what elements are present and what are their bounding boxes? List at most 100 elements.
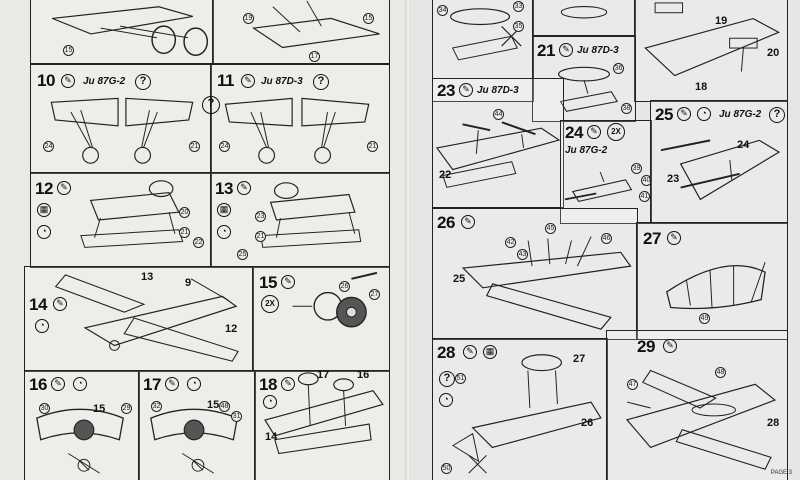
question-icon: ? — [202, 96, 220, 114]
part-callout: 51 — [455, 373, 466, 384]
step-number: 24 — [565, 123, 583, 142]
step-15-panel: 15 ✎ 2X 26 27 — [252, 266, 390, 372]
part-callout: 32 — [151, 401, 162, 412]
part-callout: 26 — [339, 281, 350, 292]
glue-tube-icon: ✎ — [53, 297, 67, 311]
step-number: 14 — [29, 295, 47, 314]
variant-label: Ju 87G-2 — [565, 145, 608, 156]
wheel-spat-drawing — [150, 408, 238, 474]
part-callout: 23 — [255, 211, 266, 222]
step-number: 12 — [35, 179, 53, 198]
wing-underside-drawing — [644, 2, 781, 77]
variant-label: Ju 87D-3 — [577, 45, 619, 56]
glue-tube-icon: ✎ — [51, 377, 65, 391]
step-number: 27 — [643, 229, 661, 248]
partial-step-panel-c: 34 33 35 — [432, 0, 534, 102]
part-callout: 47 — [627, 379, 638, 390]
question-icon: ? — [439, 371, 455, 387]
part-label: 14 — [265, 431, 278, 443]
part-callout: 21 — [255, 231, 266, 242]
part-callout: 21 — [179, 227, 190, 238]
step-14-panel: 14 ✎ ◔ 13 9 12 — [24, 266, 254, 372]
cement-box-icon: ▦ — [217, 203, 231, 217]
glue-tube-icon: ✎ — [281, 275, 295, 289]
final-aircraft-drawing — [625, 369, 777, 470]
part-label: 23 — [667, 173, 680, 185]
variant-label: Ju 87G-2 — [719, 109, 762, 120]
part-label: 13 — [141, 271, 154, 283]
variant-label: Ju 87G-2 — [83, 76, 126, 87]
step-18-panel: 18 ✎ ◔ 17 16 14 — [254, 370, 390, 480]
question-icon: ? — [135, 74, 151, 90]
step-number: 17 — [143, 375, 161, 394]
magnifier-icon: ◔ — [187, 377, 201, 391]
step-26-panel: 26 ✎ 42 43 45 46 25 — [432, 208, 638, 340]
wing-flap-drawing — [260, 182, 362, 248]
part-callout: 31 — [231, 411, 242, 422]
part-callout: 33 — [513, 1, 524, 12]
part-label: 16 — [357, 370, 370, 381]
part-callout: 19 — [243, 13, 254, 24]
part-callout: 50 — [441, 463, 452, 474]
step-number: 10 — [37, 71, 55, 90]
step-10-panel: 10 ✎ Ju 87G-2 ? 24 21 — [30, 64, 212, 174]
glue-tube-icon: ✎ — [461, 215, 475, 229]
cement-box-icon: ▦ — [37, 203, 51, 217]
part-callout: 21 — [367, 141, 378, 152]
part-callout: 42 — [505, 237, 516, 248]
glue-tube-icon: ✎ — [281, 377, 295, 391]
step-16-panel: 16 ✎ ◔ 30 15 29 — [24, 370, 140, 480]
magnifier-icon: ◔ — [697, 107, 711, 121]
wing-flap-drawing — [80, 180, 184, 248]
quantity-badge: 2X — [607, 123, 625, 141]
part-label: 9 — [185, 277, 192, 289]
step-number: 13 — [215, 179, 233, 198]
part-label: 20 — [767, 47, 780, 59]
part-callout: 17 — [309, 51, 320, 62]
part-callout: 43 — [517, 249, 528, 260]
page-number: PAGE 3 — [770, 470, 792, 476]
part-callout: 27 — [369, 289, 380, 300]
quantity-badge: 2X — [261, 295, 279, 313]
partial-step-panel-e: 19 20 18 — [634, 0, 788, 102]
part-callout: 46 — [601, 233, 612, 244]
step-24-panel: 24 ✎ 2X Ju 87G-2 39 40 41 — [560, 120, 652, 224]
magnifier-icon: ◔ — [37, 225, 51, 239]
drop-tank-drawing — [558, 66, 619, 112]
step-number: 23 — [437, 81, 455, 100]
step-number: 11 — [217, 71, 234, 90]
step-28-panel: 28 ✎ ▦ ? ◔ 27 26 51 50 — [432, 338, 608, 480]
part-callout: 45 — [545, 223, 556, 234]
part-label: 19 — [715, 15, 728, 27]
glue-tube-icon: ✎ — [61, 74, 75, 88]
part-callout: 40 — [641, 175, 651, 186]
glue-tube-icon: ✎ — [459, 83, 473, 97]
magnifier-icon: ◔ — [439, 393, 453, 407]
part-label: 24 — [737, 139, 750, 151]
glue-tube-icon: ✎ — [663, 339, 677, 353]
glue-tube-icon: ✎ — [559, 43, 573, 57]
magnifier-icon: ◔ — [35, 319, 49, 333]
step-23-panel: 23 ✎ Ju 87D-3 44 22 — [432, 78, 564, 208]
left-sheet: 15 19 15 17 10 ✎ Ju 87G-2 ? — [0, 0, 408, 480]
magnifier-icon: ◔ — [73, 377, 87, 391]
part-label: 26 — [581, 417, 594, 429]
step-number: 29 — [637, 337, 655, 356]
cannon-pod-drawing — [564, 171, 633, 202]
step-12-panel: 12 ✎ ▦ ◔ 20 21 22 — [30, 172, 212, 268]
part-label: 12 — [225, 323, 238, 335]
part-callout: 22 — [193, 237, 204, 248]
part-label: 18 — [695, 81, 708, 93]
question-icon: ? — [769, 107, 785, 123]
part-callout: 48 — [219, 401, 230, 412]
part-callout: 38 — [621, 103, 632, 114]
step-29-panel: 29 ✎ 47 48 28 — [606, 330, 788, 480]
part-callout: 20 — [179, 207, 190, 218]
part-callout: 29 — [121, 403, 132, 414]
part-label: 22 — [439, 169, 452, 181]
part-callout: 35 — [513, 21, 524, 32]
wheel-drawing — [292, 271, 378, 328]
glue-tube-icon: ✎ — [667, 231, 681, 245]
step-21-panel: 21 ✎ Ju 87D-3 36 38 — [532, 36, 636, 122]
